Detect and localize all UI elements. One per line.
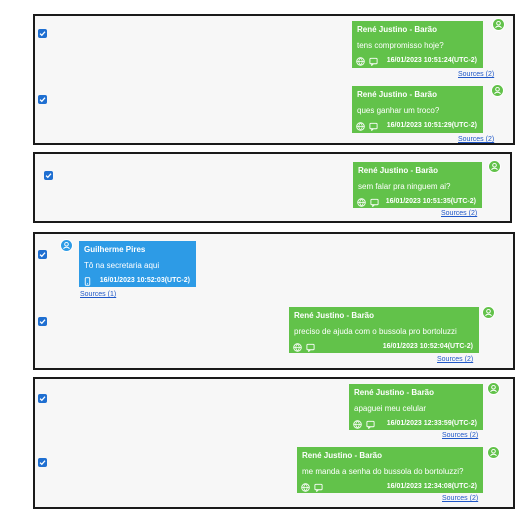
message-timestamp: 16/01/2023 10:51:24(UTC-2) <box>386 57 477 64</box>
message-timestamp: 16/01/2023 10:51:29(UTC-2) <box>386 122 477 129</box>
sources-link[interactable]: Sources (2) <box>442 495 479 502</box>
sender-name: René Justino - Barão <box>358 166 439 175</box>
message-bubble[interactable]: René Justino - Barão me manda a senha do… <box>297 447 483 493</box>
message-checkbox[interactable] <box>38 95 47 104</box>
sources-link[interactable]: Sources (2) <box>441 210 478 217</box>
message-timestamp: 16/01/2023 10:52:03(UTC-2) <box>99 277 190 284</box>
globe-icon <box>353 420 362 429</box>
sender-name: René Justino - Barão <box>294 311 375 320</box>
message-checkbox[interactable] <box>38 458 47 467</box>
message-timestamp: 16/01/2023 12:34:08(UTC-2) <box>386 483 477 490</box>
message-icon <box>314 483 323 492</box>
user-icon <box>485 308 492 317</box>
user-icon <box>490 384 497 393</box>
message-icon <box>369 57 378 66</box>
message-bubble[interactable]: René Justino - Barão sem falar pra ningu… <box>353 162 482 208</box>
sources-link[interactable]: Sources (1) <box>80 291 117 298</box>
message-checkbox[interactable] <box>38 317 47 326</box>
avatar <box>492 18 505 31</box>
message-text: me manda a senha do bussola do bortoluzz… <box>302 467 464 476</box>
globe-icon <box>301 483 310 492</box>
user-icon <box>494 86 501 95</box>
message-icon <box>366 420 375 429</box>
sources-link[interactable]: Sources (2) <box>442 432 479 439</box>
message-bubble[interactable]: René Justino - Barão apaguei meu celular… <box>349 384 483 430</box>
message-group: René Justino - Barão sem falar pra ningu… <box>33 152 512 223</box>
user-icon <box>491 162 498 171</box>
message-bubble[interactable]: René Justino - Barão tens compromisso ho… <box>352 21 483 68</box>
message-text: sem falar pra ninguem ai? <box>358 182 451 191</box>
user-icon <box>495 20 502 29</box>
avatar <box>491 84 504 97</box>
phone-icon <box>84 277 91 286</box>
message-group: René Justino - Barão apaguei meu celular… <box>33 377 515 509</box>
message-checkbox[interactable] <box>38 394 47 403</box>
message-group: Guilherme Pires Tô na secretaria aqui 16… <box>33 232 515 370</box>
globe-icon <box>356 122 365 131</box>
message-icon <box>369 122 378 131</box>
user-icon <box>490 448 497 457</box>
avatar <box>60 239 73 252</box>
message-bubble[interactable]: Guilherme Pires Tô na secretaria aqui 16… <box>79 241 196 287</box>
message-text: apaguei meu celular <box>354 404 427 413</box>
sender-name: René Justino - Barão <box>357 25 438 34</box>
message-checkbox[interactable] <box>38 250 47 259</box>
message-icon <box>370 198 379 207</box>
sender-name: René Justino - Barão <box>302 451 383 460</box>
message-text: ques ganhar um troco? <box>357 106 440 115</box>
message-bubble[interactable]: René Justino - Barão preciso de ajuda co… <box>289 307 479 353</box>
globe-icon <box>356 57 365 66</box>
avatar <box>488 160 501 173</box>
user-icon <box>63 241 70 250</box>
message-text: tens compromisso hoje? <box>357 41 444 50</box>
message-bubble[interactable]: René Justino - Barão ques ganhar um troc… <box>352 86 483 133</box>
globe-icon <box>357 198 366 207</box>
message-checkbox[interactable] <box>44 171 53 180</box>
globe-icon <box>293 343 302 352</box>
sender-name: Guilherme Pires <box>84 245 146 254</box>
message-text: Tô na secretaria aqui <box>84 261 160 270</box>
message-timestamp: 16/01/2023 10:52:04(UTC-2) <box>382 343 473 350</box>
avatar <box>482 306 495 319</box>
message-timestamp: 16/01/2023 10:51:35(UTC-2) <box>385 198 476 205</box>
message-checkbox[interactable] <box>38 29 47 38</box>
avatar <box>487 382 500 395</box>
message-icon <box>306 343 315 352</box>
sources-link[interactable]: Sources (2) <box>437 356 474 363</box>
sources-link[interactable]: Sources (2) <box>458 71 495 78</box>
message-group: René Justino - Barão tens compromisso ho… <box>33 14 515 145</box>
sender-name: René Justino - Barão <box>354 388 435 397</box>
avatar <box>487 446 500 459</box>
sender-name: René Justino - Barão <box>357 90 438 99</box>
message-timestamp: 16/01/2023 12:33:59(UTC-2) <box>386 420 477 427</box>
message-text: preciso de ajuda com o bussola pro borto… <box>294 327 457 336</box>
sources-link[interactable]: Sources (2) <box>458 136 495 143</box>
